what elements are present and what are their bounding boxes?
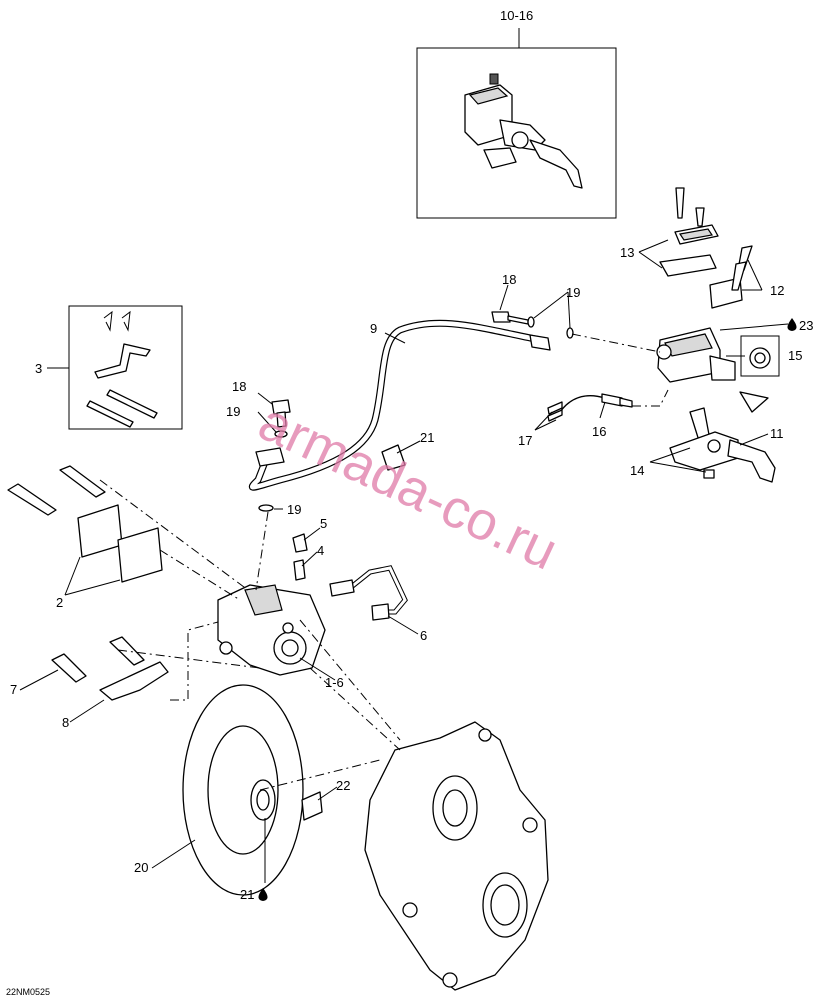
callout-11: 11 <box>770 426 784 441</box>
callout-19-bottom: 19 <box>287 502 301 517</box>
callout-5: 5 <box>320 516 327 531</box>
callout-2: 2 <box>56 595 63 610</box>
inset-pad-hardware-kit <box>47 305 183 430</box>
callout-4: 4 <box>317 543 324 558</box>
callout-22: 22 <box>336 778 350 793</box>
callout-16: 16 <box>592 424 606 439</box>
callout-13: 13 <box>620 245 634 260</box>
master-cylinder <box>656 187 769 413</box>
callout-18-lower: 18 <box>232 379 246 394</box>
callout-8: 8 <box>62 715 69 730</box>
washer-lower-b <box>258 504 274 512</box>
bleed-screw <box>293 559 306 581</box>
caliper-crossover-line <box>329 565 408 621</box>
brake-caliper <box>217 584 326 676</box>
brake-lever-assembly <box>669 407 776 483</box>
mount-bolts <box>51 636 145 683</box>
callout-21-clamp: 21 <box>420 430 434 445</box>
callout-20: 20 <box>134 860 148 875</box>
callout-7: 7 <box>10 682 17 697</box>
washer-lower-a <box>274 430 288 438</box>
callout-10-16: 10-16 <box>500 8 533 23</box>
banjo-bolt-upper <box>491 311 529 325</box>
washer-upper-b <box>566 327 574 339</box>
inset-master-cylinder-assembly <box>416 28 617 219</box>
callout-19-lower: 19 <box>226 404 240 419</box>
brake-pads <box>77 504 163 583</box>
callout-3: 3 <box>35 361 42 376</box>
callout-21-disc: 21 <box>240 887 254 902</box>
callout-1-6: 1-6 <box>325 675 344 690</box>
lubricant-drop-icon <box>258 888 268 901</box>
callout-14: 14 <box>630 463 644 478</box>
brake-disc <box>182 684 304 896</box>
adhesive-drop-icon <box>787 318 797 331</box>
callout-9: 9 <box>370 321 377 336</box>
assembly-lines <box>99 333 669 791</box>
bleed-cap <box>292 533 308 553</box>
callout-23: 23 <box>799 318 813 333</box>
banjo-bolt-lower <box>271 399 291 428</box>
caliper-pins <box>7 465 106 516</box>
hose-clamp <box>381 444 406 471</box>
callout-15: 15 <box>788 348 802 363</box>
callout-19-upper: 19 <box>566 285 580 300</box>
bracket <box>99 661 169 701</box>
diagram-code: 22NM0525 <box>6 987 50 997</box>
switch-cable <box>547 393 633 422</box>
leader-lines <box>19 239 789 883</box>
callout-17: 17 <box>518 433 532 448</box>
brake-line <box>248 319 551 491</box>
key <box>301 791 323 821</box>
washer-upper-a <box>527 316 535 328</box>
watermark: armada-co.ru <box>250 391 566 581</box>
cap-inset <box>726 335 780 377</box>
gearbox-housing <box>364 721 549 991</box>
callout-6: 6 <box>420 628 427 643</box>
callout-12: 12 <box>770 283 784 298</box>
callout-18-upper: 18 <box>502 272 516 287</box>
